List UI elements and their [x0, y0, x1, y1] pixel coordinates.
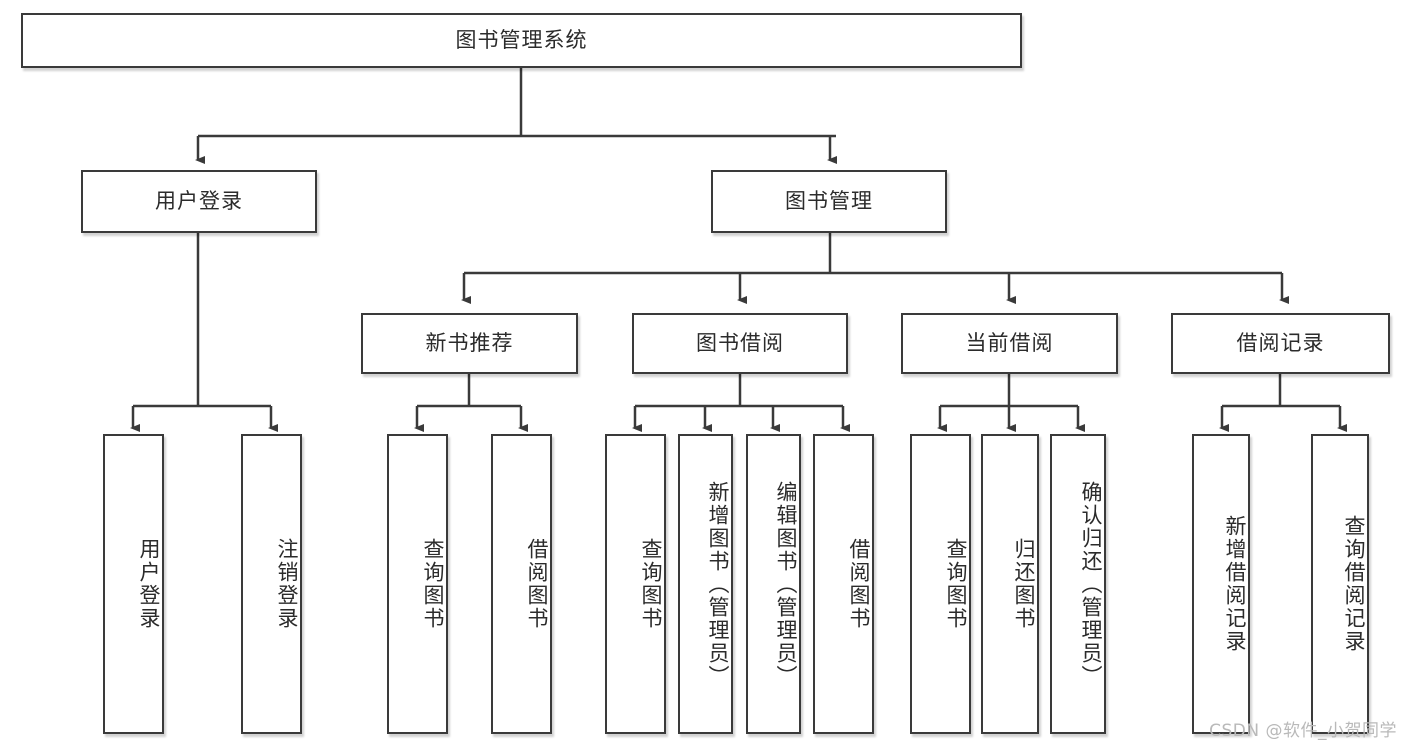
leaf-borrow-borrow-book-label: 借阅图书: [847, 538, 871, 630]
node-new-book-recommend-label: 新书推荐: [425, 330, 514, 355]
node-borrow-record[interactable]: 借阅记录: [1171, 313, 1390, 374]
leaf-borrow-edit-book[interactable]: 编辑图书（管理员）: [746, 434, 801, 734]
leaf-borrow-add-book-label: 新增图书（管理员）: [706, 480, 730, 688]
leaf-user-logout[interactable]: 注销登录: [241, 434, 302, 734]
node-book-management-label: 图书管理: [785, 188, 873, 213]
leaf-recommend-borrow-book-label: 借阅图书: [525, 538, 549, 630]
leaf-current-confirm-return-label: 确认归还（管理员）: [1079, 480, 1103, 688]
leaf-record-add-label: 新增借阅记录: [1223, 515, 1247, 653]
leaf-recommend-query-book[interactable]: 查询图书: [387, 434, 448, 734]
leaf-current-return-book-label: 归还图书: [1012, 538, 1036, 630]
leaf-recommend-borrow-book[interactable]: 借阅图书: [491, 434, 552, 734]
leaf-record-add[interactable]: 新增借阅记录: [1192, 434, 1250, 734]
node-borrow-record-label: 借阅记录: [1236, 330, 1325, 355]
node-user-login-label: 用户登录: [155, 188, 243, 213]
leaf-record-query-label: 查询借阅记录: [1342, 515, 1366, 653]
leaf-current-query-book-label: 查询图书: [944, 538, 968, 630]
leaf-borrow-add-book[interactable]: 新增图书（管理员）: [678, 434, 733, 734]
leaf-user-login[interactable]: 用户登录: [103, 434, 164, 734]
node-book-borrow[interactable]: 图书借阅: [632, 313, 848, 374]
leaf-borrow-edit-book-label: 编辑图书（管理员）: [774, 480, 798, 688]
leaf-current-confirm-return[interactable]: 确认归还（管理员）: [1050, 434, 1106, 734]
leaf-recommend-query-book-label: 查询图书: [421, 538, 445, 630]
watermark: CSDN @软件_小贺同学: [1209, 721, 1397, 741]
node-new-book-recommend[interactable]: 新书推荐: [361, 313, 578, 374]
leaf-borrow-borrow-book[interactable]: 借阅图书: [813, 434, 874, 734]
node-root[interactable]: 图书管理系统: [21, 13, 1022, 68]
leaf-user-logout-label: 注销登录: [275, 538, 299, 630]
node-user-login[interactable]: 用户登录: [81, 170, 317, 233]
node-current-borrow-label: 当前借阅: [965, 330, 1054, 355]
node-book-borrow-label: 图书借阅: [696, 330, 784, 355]
leaf-record-query[interactable]: 查询借阅记录: [1311, 434, 1369, 734]
node-root-label: 图书管理系统: [455, 27, 588, 52]
leaf-current-query-book[interactable]: 查询图书: [910, 434, 971, 734]
leaf-borrow-query-book-label: 查询图书: [639, 538, 663, 630]
node-current-borrow[interactable]: 当前借阅: [901, 313, 1118, 374]
leaf-borrow-query-book[interactable]: 查询图书: [605, 434, 666, 734]
leaf-user-login-label: 用户登录: [137, 538, 161, 630]
node-book-management[interactable]: 图书管理: [711, 170, 947, 233]
leaf-current-return-book[interactable]: 归还图书: [981, 434, 1039, 734]
